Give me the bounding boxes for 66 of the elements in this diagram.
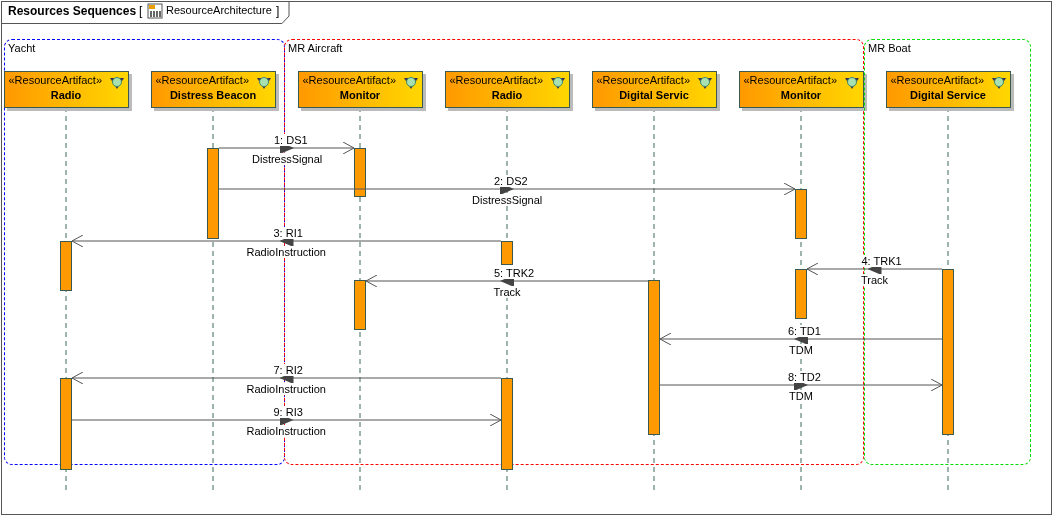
activation-bar	[794, 268, 807, 319]
message-label: 1: DS1	[273, 134, 309, 146]
message-label: 7: RI2	[272, 364, 304, 376]
lifeline-head	[738, 70, 864, 108]
message-label: 8: TD2	[787, 371, 822, 383]
activation-bar	[500, 240, 513, 265]
message-arrow	[659, 379, 943, 391]
activation-bar	[941, 268, 954, 435]
bracket: ]	[276, 4, 280, 18]
message-arrow	[365, 275, 649, 287]
message-arrow	[71, 235, 502, 247]
message-label: 5: TRK2	[493, 267, 536, 279]
lifeline-head	[3, 70, 129, 108]
stereotype-label: «ResourceArtifact»	[890, 73, 985, 86]
activation-bar	[353, 147, 366, 197]
activation-bar	[353, 279, 366, 330]
lifeline-name: Monitor	[338, 88, 382, 101]
message-type-label: DistressSignal	[471, 194, 544, 206]
message-arrow	[806, 263, 943, 275]
message-type-label: RadioInstruction	[245, 425, 327, 437]
bracket: [	[139, 4, 143, 18]
stereotype-label: «ResourceArtifact»	[596, 73, 691, 86]
lifeline-head	[885, 70, 1011, 108]
diagram-type-label: ResourceArchitecture	[166, 4, 272, 16]
message-label: 6: TD1	[787, 325, 822, 337]
activation-bar	[206, 147, 219, 239]
lifeline-name: Radio	[49, 88, 83, 101]
lifeline-head	[297, 70, 423, 108]
message-label: 4: TRK1	[860, 255, 903, 267]
stereotype-label: «ResourceArtifact»	[302, 73, 397, 86]
lifeline-head	[591, 70, 717, 108]
message-type-label: TDM	[788, 390, 814, 402]
message-label: 3: RI1	[272, 227, 304, 239]
lifeline-name: Radio	[490, 88, 524, 101]
diagram-title: Resources Sequences	[8, 4, 137, 18]
activation-bar	[59, 377, 72, 470]
lifeline-head	[150, 70, 276, 108]
stereotype-label: «ResourceArtifact»	[743, 73, 838, 86]
stereotype-label: «ResourceArtifact»	[155, 73, 250, 86]
message-type-label: DistressSignal	[251, 153, 324, 165]
lane-label: Yacht	[8, 42, 36, 54]
lifeline-name: Digital Service	[909, 88, 987, 101]
activation-bar	[59, 240, 72, 291]
lifeline-name: Monitor	[779, 88, 823, 101]
message-arrow	[218, 183, 796, 195]
activation-bar	[794, 188, 807, 239]
lane-label: MR Aircraft	[288, 42, 343, 54]
lifeline-name: Distress Beacon	[168, 88, 258, 101]
message-arrow	[71, 372, 502, 384]
message-label: 9: RI3	[272, 406, 304, 418]
message-label: 2: DS2	[493, 175, 529, 187]
message-type-label: TDM	[788, 344, 814, 356]
activation-bar	[647, 279, 660, 435]
lifeline-head	[444, 70, 570, 108]
message-arrow	[659, 333, 943, 345]
message-arrow	[71, 414, 502, 426]
message-type-label: Track	[492, 286, 522, 298]
stereotype-label: «ResourceArtifact»	[449, 73, 544, 86]
lifeline-name: Digital Servic	[618, 88, 690, 101]
message-type-label: Track	[860, 274, 890, 286]
activation-bar	[500, 377, 513, 470]
message-arrow	[218, 142, 355, 154]
lane-label: MR Boat	[868, 42, 911, 54]
message-type-label: RadioInstruction	[245, 383, 327, 395]
stereotype-label: «ResourceArtifact»	[8, 73, 103, 86]
message-type-label: RadioInstruction	[245, 246, 327, 258]
